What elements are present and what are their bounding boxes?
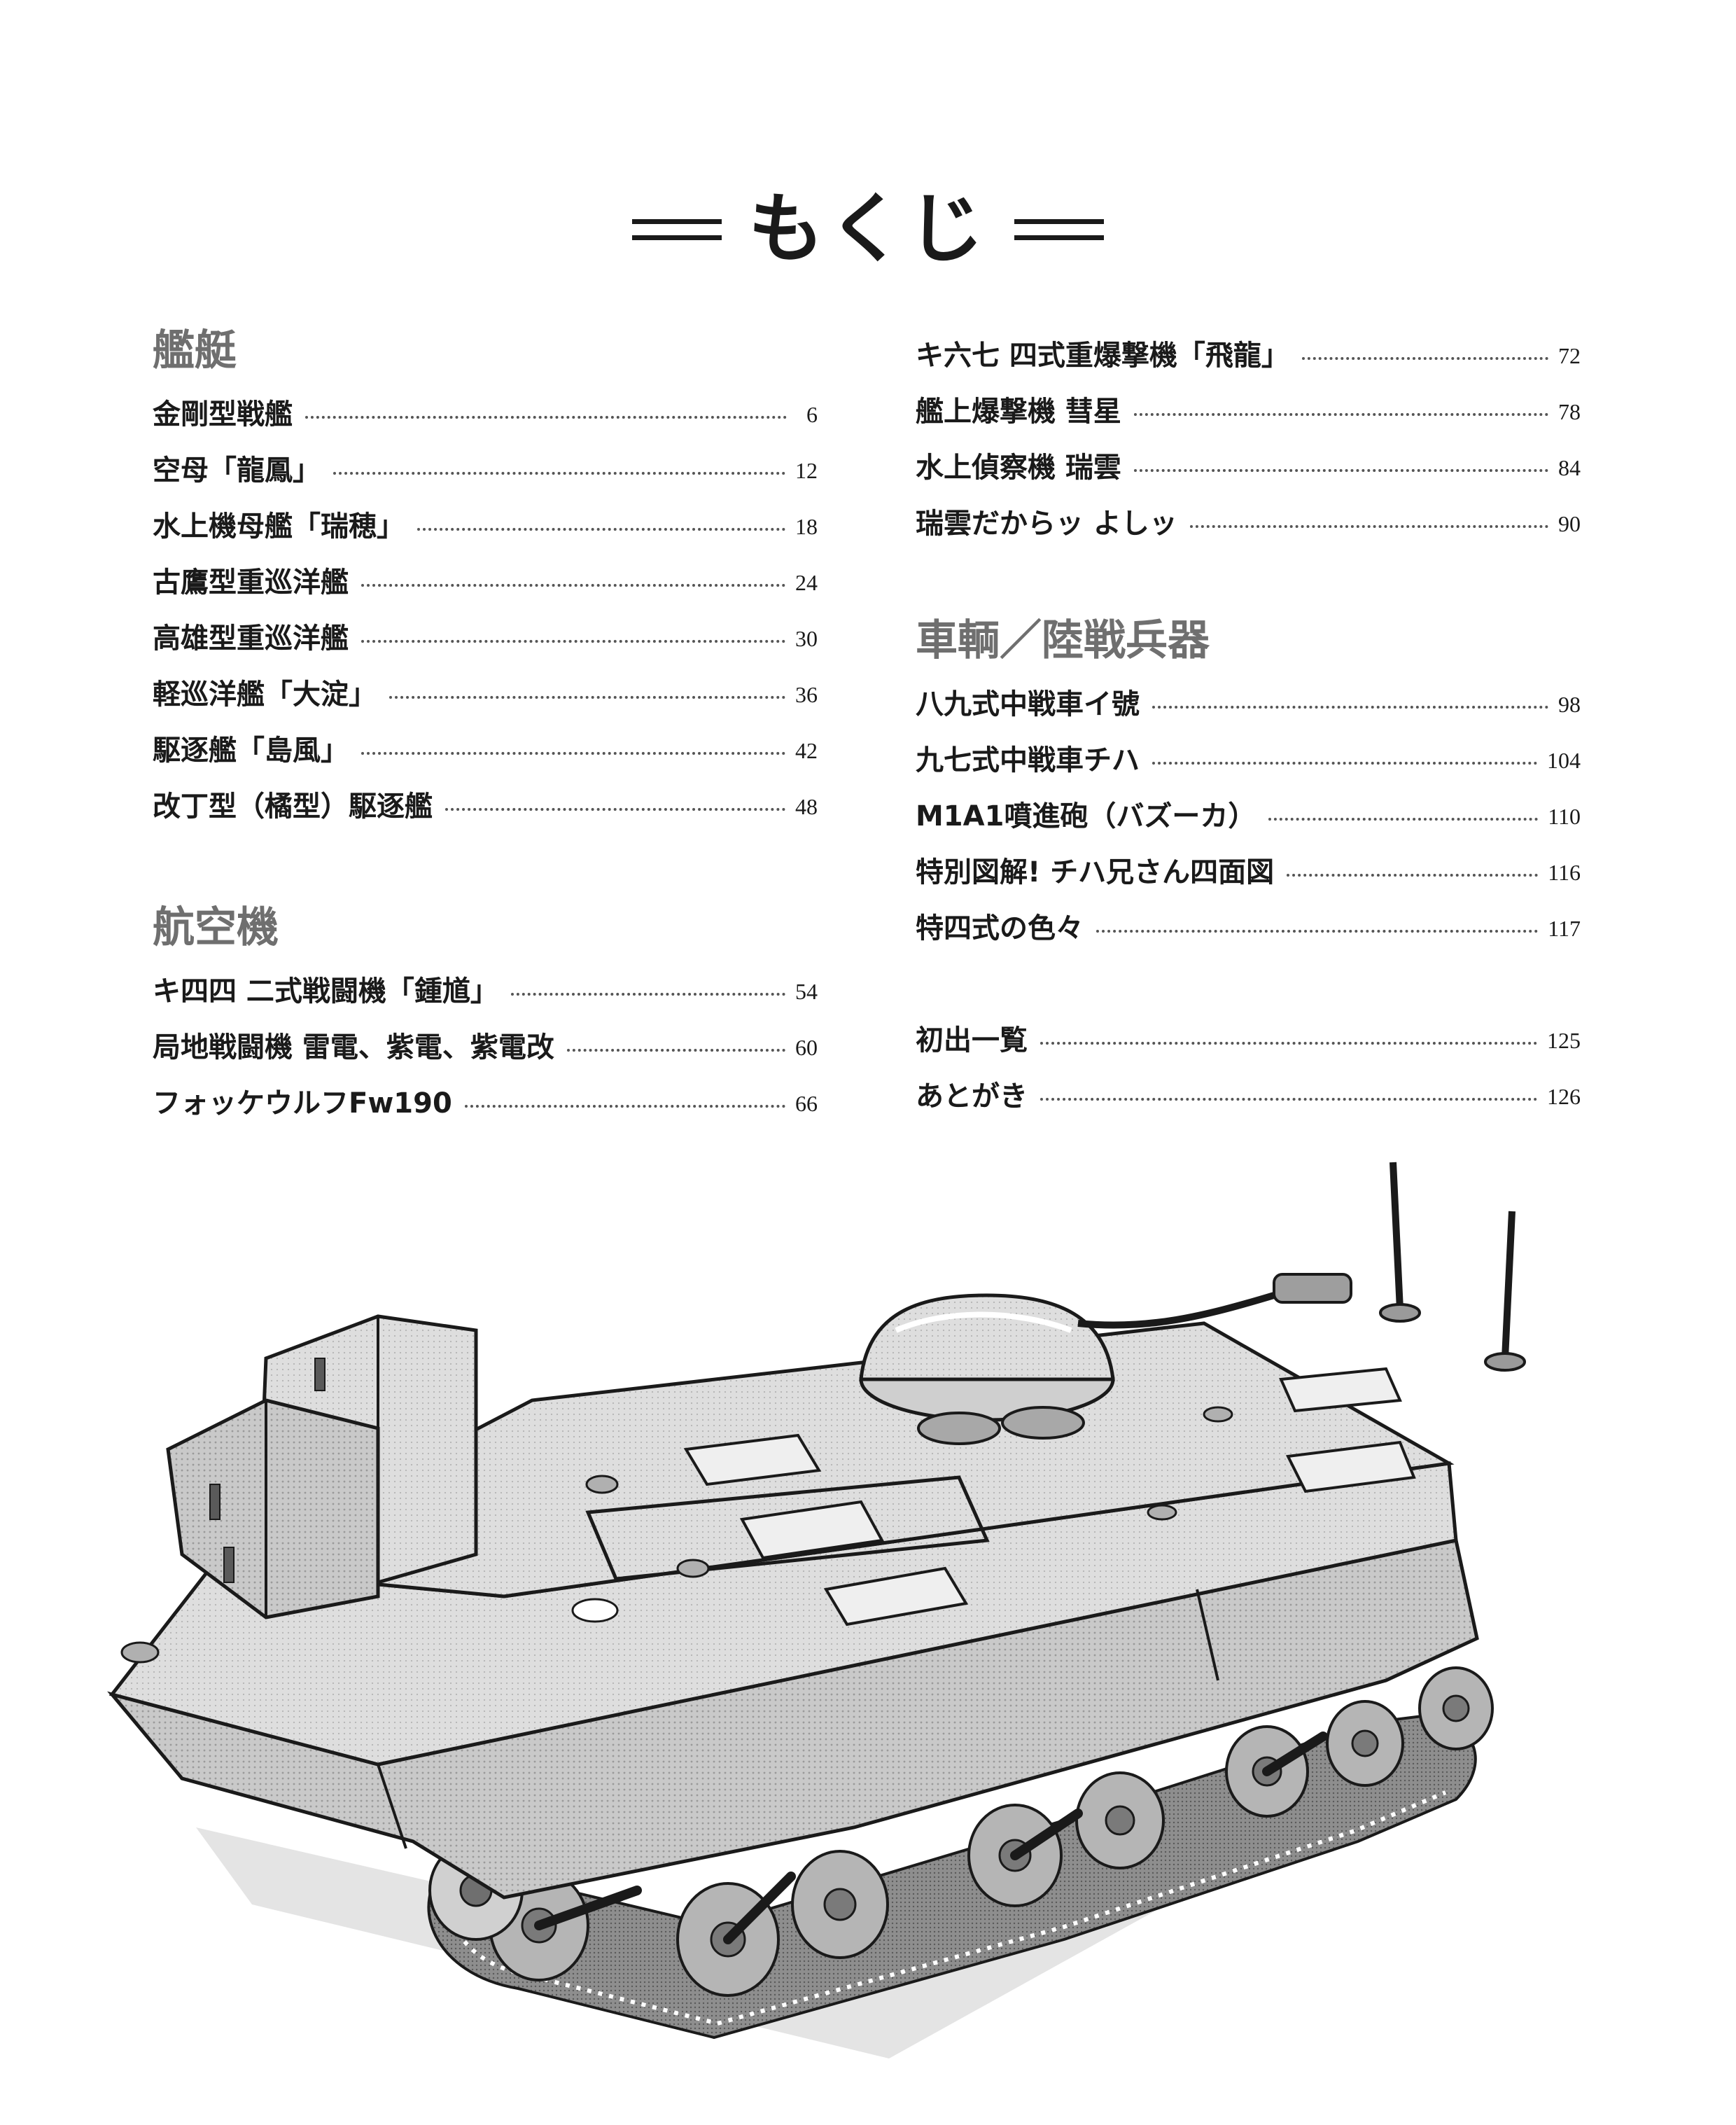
toc-entry[interactable]: 水上機母艦「瑞穂」 18 [153,506,818,548]
toc-entry[interactable]: 瑞雲だからッ よしッ 90 [916,503,1581,545]
toc-entry-title: 局地戦闘機 雷電、紫電、紫電改 [153,1031,554,1064]
toc-entry-title: 高雄型重巡洋艦 [153,622,349,655]
toc-entry-title: 金剛型戦艦 [153,398,293,431]
toc-entry[interactable]: 高雄型重巡洋艦 30 [153,618,818,660]
toc-entry-page: 72 [1558,342,1581,368]
toc-entry[interactable]: キ四四 二式戦闘機「鍾馗」 54 [153,970,818,1012]
toc-entry-page: 84 [1558,454,1581,480]
dot-leader [1301,357,1548,360]
toc-entry[interactable]: 九七式中戦車チハ 104 [916,739,1581,781]
toc-entry-page: 110 [1548,803,1581,829]
dot-leader [361,640,785,643]
toc-entry-title: あとがき [916,1080,1028,1113]
toc-entry-page: 18 [795,513,818,539]
dot-leader [1133,469,1548,472]
toc-entry-page: 6 [806,401,818,427]
dot-leader [1133,413,1548,416]
toc-entry[interactable]: 局地戦闘機 雷電、紫電、紫電改 60 [153,1026,818,1068]
dot-leader [510,993,785,996]
toc-entry-page: 116 [1548,859,1581,885]
dot-leader [1287,874,1539,877]
dot-leader [1152,762,1537,765]
page-title-block: もくじ [0,188,1736,272]
dot-leader [1268,818,1539,821]
dot-leader [1040,1042,1537,1045]
toc-entry[interactable]: 水上偵察機 瑞雲 84 [916,447,1581,489]
toc-entry[interactable]: 特四式の色々 117 [916,907,1581,949]
dot-leader [333,472,785,475]
toc-entry-page: 126 [1547,1083,1581,1109]
toc-entry-page: 30 [795,625,818,651]
toc-entry-title: 瑞雲だからッ よしッ [916,508,1177,540]
toc-entry-title: 特別図解! チハ兄さん四面図 [916,856,1275,889]
dot-leader [1040,1098,1537,1101]
section-heading-aircraft: 航空機 [153,903,279,952]
dot-leader [417,528,785,531]
dot-leader [464,1105,785,1108]
toc-entry-page: 104 [1547,747,1581,773]
dot-leader [305,416,787,419]
toc-entry-page: 66 [795,1090,818,1116]
toc-entry-page: 48 [795,793,818,819]
toc-entry-title: 軽巡洋艦「大淀」 [153,678,377,711]
toc-entry-title: 特四式の色々 [916,912,1084,945]
toc-entry[interactable]: 駆逐艦「島風」 42 [153,730,818,772]
toc-entry[interactable]: あとがき 126 [916,1075,1581,1117]
toc-entry-title: 九七式中戦車チハ [916,744,1140,776]
toc-entry-title: フォッケウルフFw190 [153,1087,452,1120]
toc-entry[interactable]: 古鷹型重巡洋艦 24 [153,562,818,604]
toc-entry-page: 98 [1558,691,1581,717]
toc-entry-page: 90 [1558,510,1581,536]
dot-leader [1189,525,1548,528]
page-title: もくじ [748,186,988,273]
toc-entry-title: キ四四 二式戦闘機「鍾馗」 [153,975,498,1008]
toc-entry[interactable]: 改丁型（橘型）駆逐艦 48 [153,786,818,828]
amphibious-tank-illustration [107,1162,1526,2058]
toc-entry-page: 60 [795,1034,818,1060]
toc-entry[interactable]: M1A1噴進砲（バズーカ） 110 [916,795,1581,837]
toc-entry[interactable]: 軽巡洋艦「大淀」 36 [153,674,818,716]
toc-entry-title: 改丁型（橘型）駆逐艦 [153,790,433,823]
section-heading-ships: 艦艇 [153,326,237,375]
toc-entry[interactable]: 特別図解! チハ兄さん四面図 116 [916,851,1581,893]
toc-entry[interactable]: 初出一覧 125 [916,1019,1581,1061]
toc-entry-title: キ六七 四式重爆撃機「飛龍」 [916,340,1289,372]
toc-entry-page: 42 [795,737,818,763]
section-heading-vehicles: 車輌／陸戦兵器 [916,616,1210,665]
toc-entry-page: 36 [795,681,818,707]
title-rule-left [631,219,722,240]
toc-entry-page: 125 [1547,1027,1581,1053]
toc-entry[interactable]: キ六七 四式重爆撃機「飛龍」 72 [916,335,1581,377]
toc-entry-title: 艦上爆撃機 彗星 [916,396,1121,428]
dot-leader [361,584,785,587]
dot-leader [389,696,785,699]
toc-entry-page: 78 [1558,398,1581,424]
toc-entry[interactable]: フォッケウルフFw190 66 [153,1082,818,1124]
toc-entry[interactable]: 八九式中戦車イ號 98 [916,683,1581,725]
toc-entry-title: M1A1噴進砲（バズーカ） [916,800,1256,832]
dot-leader [361,752,785,755]
toc-entry-title: 空母「龍鳳」 [153,454,321,487]
title-rule-right [1014,219,1104,240]
toc-entry[interactable]: 金剛型戦艦 6 [153,393,818,436]
toc-entry-page: 54 [795,978,818,1004]
dot-leader [1096,930,1539,933]
toc-entry-page: 24 [795,569,818,595]
toc-entry-page: 117 [1548,915,1581,941]
toc-entry[interactable]: 空母「龍鳳」 12 [153,450,818,492]
dot-leader [566,1049,785,1052]
toc-entry[interactable]: 艦上爆撃機 彗星 78 [916,391,1581,433]
toc-entry-title: 水上機母艦「瑞穂」 [153,510,405,543]
dot-leader [445,808,785,811]
dot-leader [1152,706,1548,709]
toc-entry-title: 古鷹型重巡洋艦 [153,566,349,599]
toc-entry-title: 駆逐艦「島風」 [153,734,349,767]
toc-entry-title: 八九式中戦車イ號 [916,688,1140,720]
toc-entry-title: 初出一覧 [916,1024,1028,1057]
toc-entry-page: 12 [795,457,818,483]
toc-entry-title: 水上偵察機 瑞雲 [916,452,1121,484]
